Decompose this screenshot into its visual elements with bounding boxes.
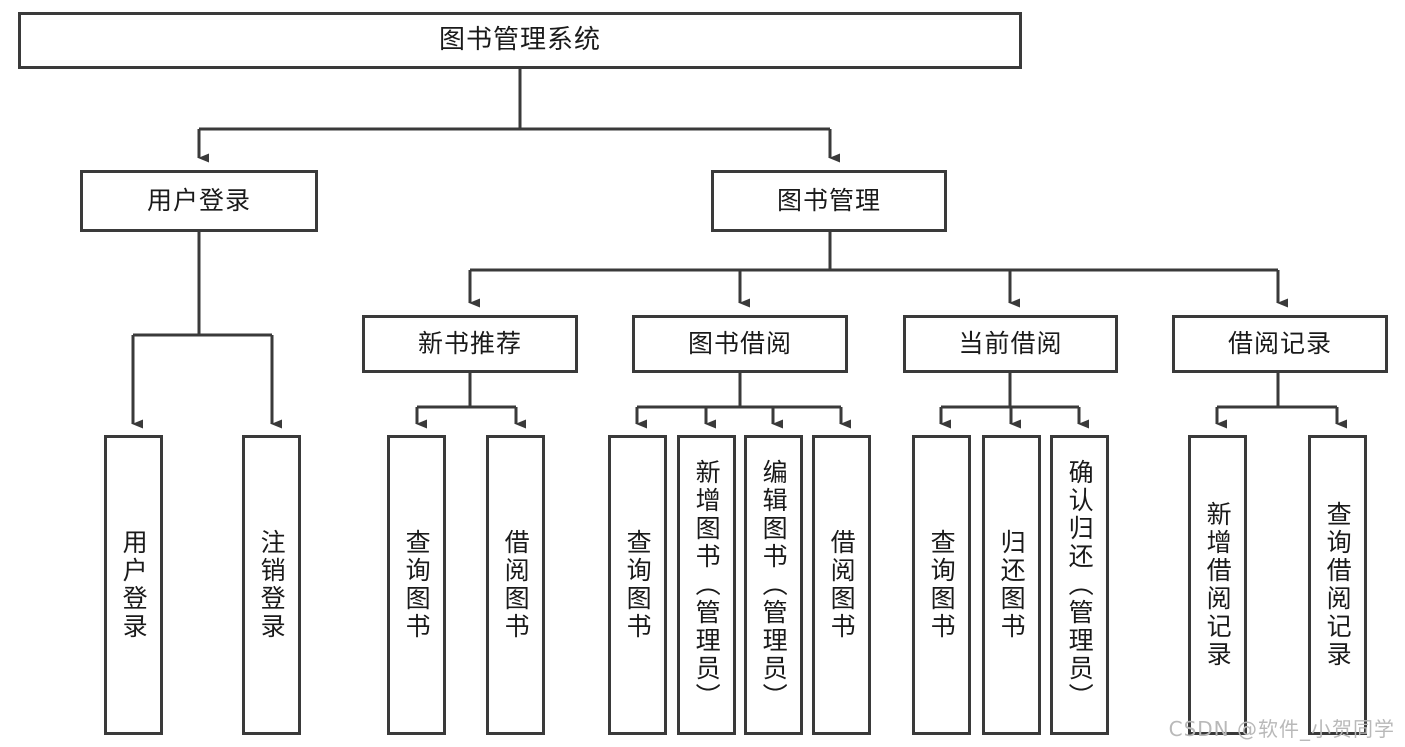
leaf-add-borrow-record[interactable]: 新增借阅记录 [1188, 435, 1247, 735]
leaf-confirm-return-admin[interactable]: 确认归还（管理员） [1050, 435, 1109, 735]
leaf-borrow-book[interactable]: 借阅图书 [812, 435, 871, 735]
leaf-logout[interactable]: 注销登录 [242, 435, 301, 735]
leaf-edit-book-admin[interactable]: 编辑图书（管理员） [744, 435, 803, 735]
leaf-query-book-newbook[interactable]: 查询图书 [387, 435, 446, 735]
leaf-query-book-borrow[interactable]: 查询图书 [608, 435, 667, 735]
node-book-management[interactable]: 图书管理 [711, 170, 947, 232]
leaf-query-borrow-record[interactable]: 查询借阅记录 [1308, 435, 1367, 735]
node-user-login[interactable]: 用户登录 [80, 170, 318, 232]
leaf-add-book-admin[interactable]: 新增图书（管理员） [677, 435, 736, 735]
leaf-user-login[interactable]: 用户登录 [104, 435, 163, 735]
node-book-borrow[interactable]: 图书借阅 [632, 315, 848, 373]
node-borrow-records[interactable]: 借阅记录 [1172, 315, 1388, 373]
csdn-watermark: CSDN @软件_小贺同学 [1168, 717, 1395, 741]
leaf-return-book[interactable]: 归还图书 [982, 435, 1041, 735]
leaf-borrow-book-newbook[interactable]: 借阅图书 [486, 435, 545, 735]
node-new-book-recommend[interactable]: 新书推荐 [362, 315, 578, 373]
node-root[interactable]: 图书管理系统 [18, 12, 1022, 69]
leaf-query-book-current[interactable]: 查询图书 [912, 435, 971, 735]
node-current-borrow[interactable]: 当前借阅 [903, 315, 1118, 373]
